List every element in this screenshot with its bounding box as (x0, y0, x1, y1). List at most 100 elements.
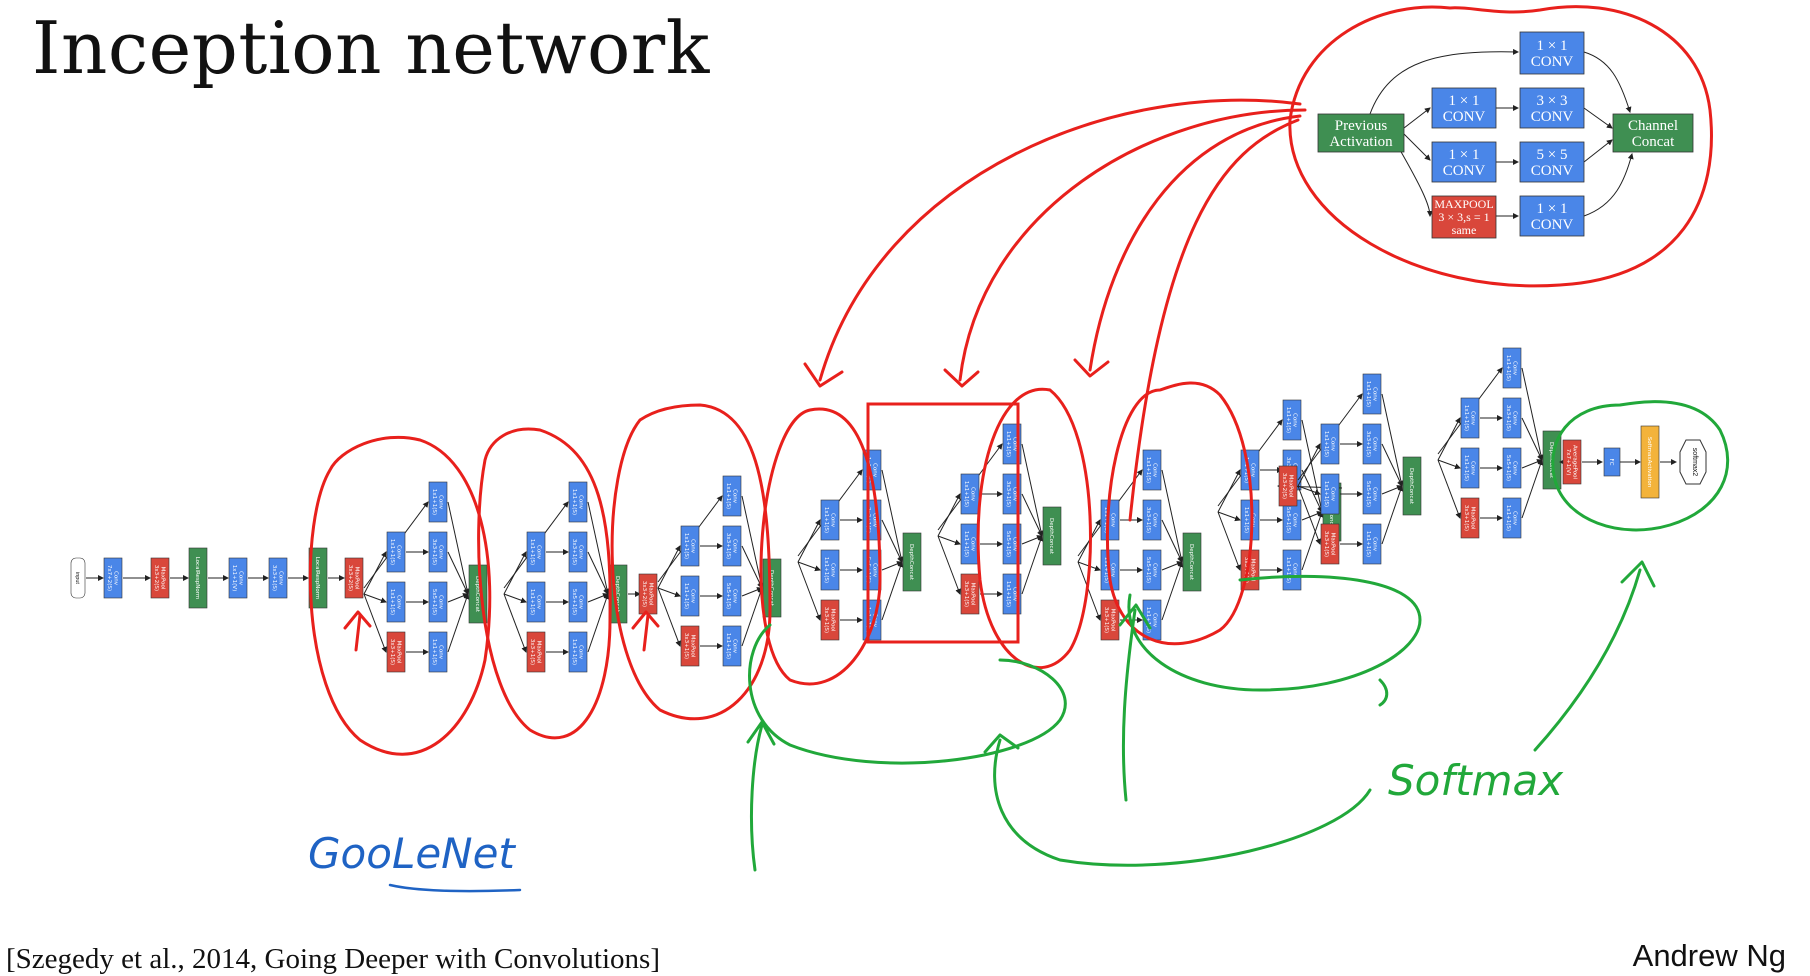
maxpool-4: MaxPool3x3+2(S) (638, 573, 658, 615)
connector-arrow (363, 593, 387, 604)
inception-3a-conv5x5: Conv5x5+1(S) (428, 581, 448, 623)
connector-arrow (1521, 459, 1543, 469)
module-conv-2 (1519, 87, 1585, 129)
connector-arrow (1381, 485, 1404, 545)
connector-arrow (447, 551, 469, 595)
connector-arrow (1521, 417, 1543, 461)
inception-5b-poolproj: Conv1x1+1(S) (1502, 497, 1522, 539)
svg-text:Conv1x1+1(S): Conv1x1+1(S) (1145, 457, 1158, 483)
input-node: input (70, 557, 86, 599)
svg-text:DepthConcat: DepthConcat (1548, 442, 1554, 479)
svg-text:Conv5x5+1(S): Conv5x5+1(S) (1365, 481, 1378, 507)
svg-text:MaxPool3x3+1(S): MaxPool3x3+1(S) (1243, 557, 1256, 583)
svg-text:Conv1x1+1(S): Conv1x1+1(S) (683, 583, 696, 609)
svg-text:Conv1x1+1(S): Conv1x1+1(S) (529, 589, 542, 615)
connector-arrow (937, 535, 961, 546)
connector-arrow (797, 561, 821, 572)
svg-text:MaxPool3x3+1(S): MaxPool3x3+1(S) (1463, 505, 1476, 531)
svg-text:MaxPool3x3+2(S): MaxPool3x3+2(S) (641, 581, 654, 607)
connector-arrow (587, 501, 610, 595)
module-conv-3 (1519, 141, 1585, 183)
aux-arrow-3 (1118, 603, 1152, 802)
inception-4c-maxpool: MaxPool3x3+1(S) (960, 573, 980, 615)
inception-4c-reduce5: Conv1x1+1(S) (960, 523, 980, 565)
inception-3a-reduce3: Conv1x1+1(S) (386, 531, 406, 573)
inception-3a-reduce5: Conv1x1+1(S) (386, 581, 406, 623)
svg-text:Conv1x1+1(S): Conv1x1+1(S) (1505, 355, 1518, 381)
pointer-curve-4 (1128, 118, 1300, 522)
connector-arrow (1521, 459, 1544, 519)
svg-text:DepthConcat: DepthConcat (614, 576, 620, 613)
pointer-curve-2 (958, 108, 1307, 382)
inception-4c-depthconcat: DepthConcat (1042, 506, 1062, 566)
auxiliary-classifier-2-loop (1127, 574, 1422, 692)
googlenet-handwritten-label: GooLeNet (308, 829, 516, 878)
connector-arrow (503, 593, 528, 653)
svg-text:Conv1x1+1(S): Conv1x1+1(S) (683, 533, 696, 559)
connector-arrow (1021, 535, 1044, 595)
svg-text:DepthConcat: DepthConcat (474, 576, 480, 613)
branch-connector (1403, 107, 1431, 129)
inception-5a-maxpool: MaxPool3x3+1(S) (1320, 523, 1340, 565)
inception-4b-depthconcat: DepthConcat (902, 532, 922, 592)
svg-text:Conv1x1+1(S): Conv1x1+1(S) (1365, 531, 1378, 557)
stem-block-7: MaxPool3x3+2(S) (344, 557, 364, 599)
inception-5b-reduce5: Conv1x1+1(S) (1460, 447, 1480, 489)
connector-arrow (1297, 485, 1322, 545)
inception-5b-reduce3: Conv1x1+1(S) (1460, 397, 1480, 439)
output-node (1679, 439, 1707, 485)
inception-5a-conv5x5: Conv5x5+1(S) (1362, 473, 1382, 515)
auxiliary-classifier-1-loop (748, 623, 1067, 765)
fc-layer: FC (1603, 447, 1621, 477)
softmax-activation: SoftmaxActivation (1640, 425, 1660, 499)
svg-text:MaxPool3x3+1(S): MaxPool3x3+1(S) (389, 639, 402, 665)
branch-connector (1583, 139, 1613, 163)
pointer-arrowhead-1 (803, 362, 844, 388)
connector-arrow (1381, 485, 1403, 495)
svg-text:MaxPool3x3+1(S): MaxPool3x3+1(S) (529, 639, 542, 665)
svg-text:Conv3x3+1(S): Conv3x3+1(S) (271, 565, 284, 591)
connector-arrow (881, 561, 904, 621)
inception-3b-maxpool: MaxPool3x3+1(S) (526, 631, 546, 673)
aux-arrow-2 (983, 733, 1372, 867)
svg-text:MaxPool3x3+1(S): MaxPool3x3+1(S) (1323, 531, 1336, 557)
svg-text:Conv5x5+1(S): Conv5x5+1(S) (1145, 557, 1158, 583)
connector-arrow (1217, 511, 1241, 522)
svg-text:Conv5x5+1(S): Conv5x5+1(S) (431, 589, 444, 615)
pointer-curve-2-head (943, 368, 980, 388)
svg-text:Conv5x5+1(S): Conv5x5+1(S) (1505, 455, 1518, 481)
inception-4a-conv5x5: Conv5x5+1(S) (722, 575, 742, 617)
connector-arrow (657, 545, 681, 589)
connector-arrow (1521, 367, 1544, 461)
svg-text:input: input (74, 572, 80, 584)
inception-5a-depthconcat: DepthConcat (1402, 456, 1422, 516)
connector-arrow (741, 495, 764, 589)
svg-text:Conv1x1+1(S): Conv1x1+1(S) (725, 633, 738, 659)
inception-4a-reduce3: Conv1x1+1(S) (680, 525, 700, 567)
svg-text:Conv1x1+1(V): Conv1x1+1(V) (231, 565, 244, 591)
previous-activation-box (1317, 113, 1405, 153)
connector-arrow (881, 469, 904, 563)
branch-connector (1369, 48, 1519, 115)
connector-arrow (1217, 469, 1241, 513)
inception-5a-reduce3: Conv1x1+1(S) (1320, 423, 1340, 465)
pointer-curve-3 (1088, 114, 1302, 372)
svg-text:MaxPool3x3+1(S): MaxPool3x3+1(S) (1103, 607, 1116, 633)
circle-4a (610, 403, 772, 721)
inception-4a-poolproj: Conv1x1+1(S) (722, 625, 742, 667)
svg-text:Conv1x1+1(S): Conv1x1+1(S) (1463, 455, 1476, 481)
inception-4e-conv5x5: Conv5x5+1(S) (1282, 499, 1302, 541)
inception-4e-reduce5: Conv1x1+1(S) (1240, 499, 1260, 541)
circle-3b (477, 427, 612, 740)
circle-4e (1105, 381, 1254, 646)
svg-text:Conv1x1+1(S): Conv1x1+1(S) (725, 483, 738, 509)
softmax-output-circle (1551, 400, 1730, 532)
inception-3b-conv3x3: Conv3x3+1(S) (568, 531, 588, 573)
branch-connector (1403, 133, 1431, 161)
svg-text:Conv1x1+1(S): Conv1x1+1(S) (1103, 557, 1116, 583)
